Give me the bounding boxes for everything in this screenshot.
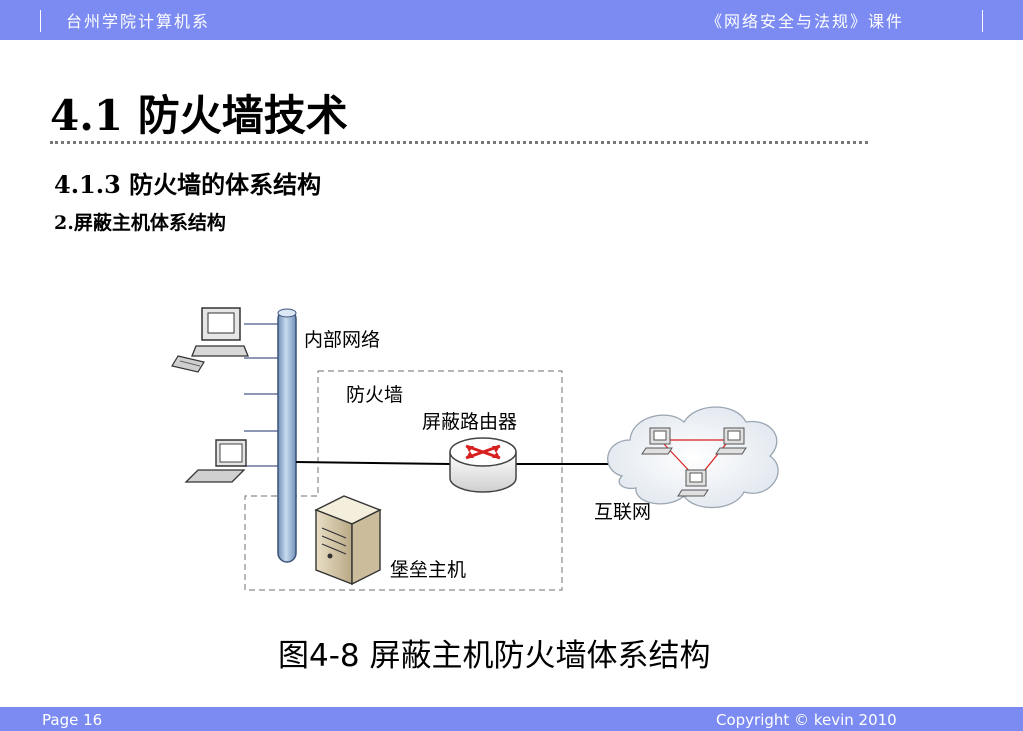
label-bastion-host: 堡垒主机 (390, 559, 466, 581)
header-bar: 台州学院计算机系 《网络安全与法规》课件 (0, 0, 1023, 40)
header-right-text: 《网络安全与法规》课件 (706, 12, 905, 31)
network-bus (277, 308, 297, 563)
header-right-divider (982, 10, 983, 32)
laptop-icon (184, 439, 247, 483)
slide-subtitle: 4.1.3 防火墙的体系结构 (54, 170, 322, 199)
figure-caption: 图4-8 屏蔽主机防火墙体系结构 (278, 638, 711, 674)
slide-title: 4.1 防火墙技术 (50, 91, 348, 140)
title-divider (50, 141, 868, 144)
copyright-text: Copyright © kevin 2010 (716, 711, 897, 729)
label-screening-router: 屏蔽路由器 (422, 411, 517, 433)
internet-cloud-icon (607, 406, 779, 509)
label-firewall: 防火墙 (346, 384, 403, 406)
page-number: Page 16 (42, 711, 103, 729)
section-heading: 2.屏蔽主机体系结构 (54, 212, 226, 234)
bus-stubs (244, 323, 280, 467)
server-icon (314, 495, 382, 586)
footer-bar: Page 16 Copyright © kevin 2010 (0, 707, 1023, 731)
router-icon (449, 437, 517, 493)
label-internet: 互联网 (594, 501, 651, 523)
header-left-text: 台州学院计算机系 (66, 12, 211, 31)
label-internal-network: 内部网络 (304, 329, 380, 351)
network-cable (295, 461, 612, 465)
desktop-computer-icon (171, 307, 249, 373)
header-left-divider (40, 10, 41, 32)
firewall-boundary (244, 370, 563, 591)
